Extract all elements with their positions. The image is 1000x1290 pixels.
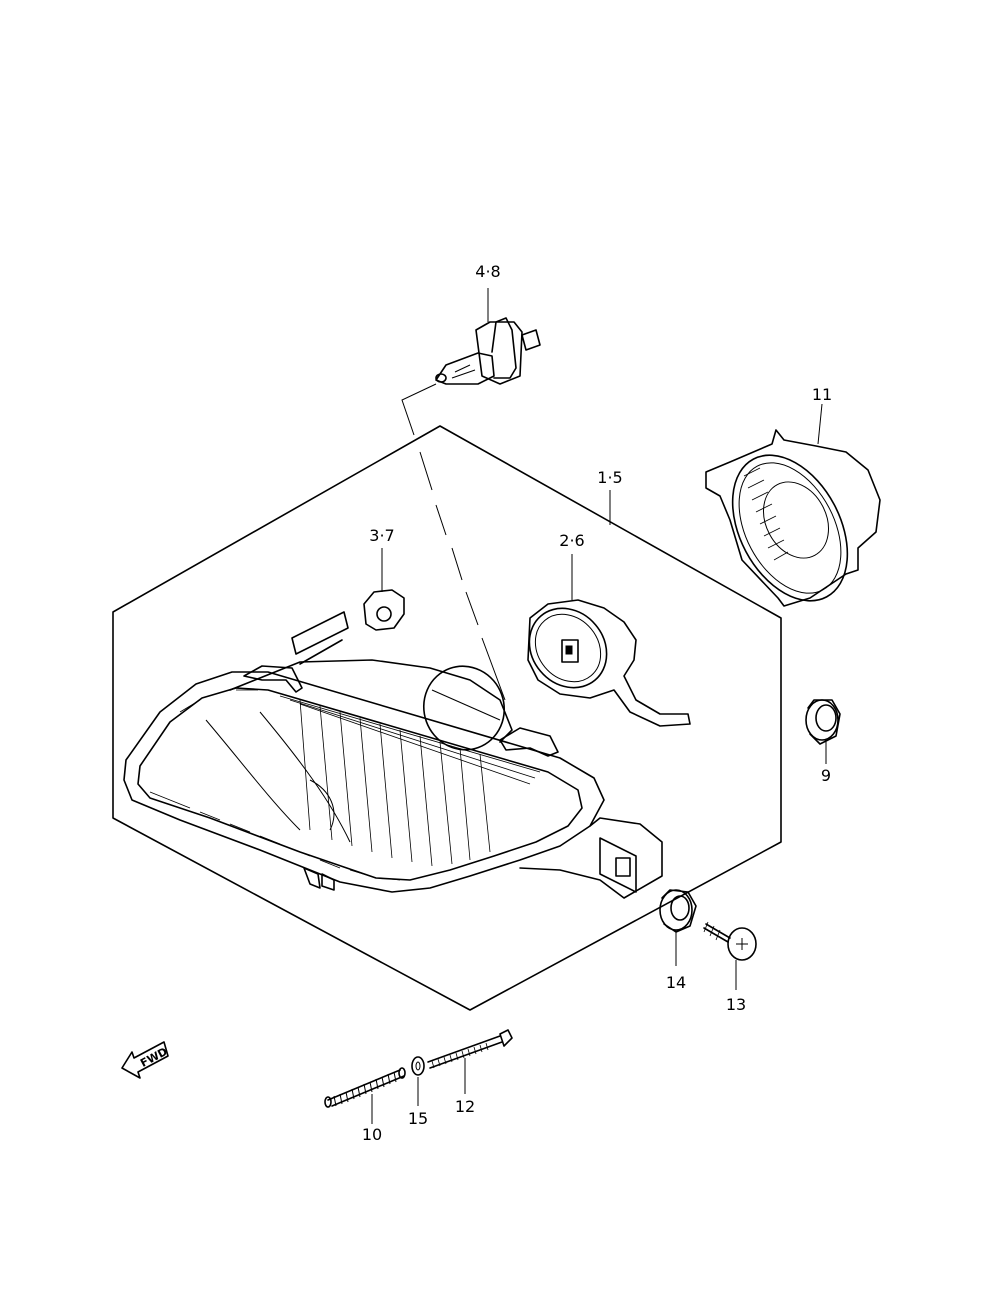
spring-10[interactable] [324,1067,406,1124]
label-4-8: 4·8 [475,262,500,281]
label-15: 15 [408,1109,428,1128]
assembly-boundary [112,425,782,1011]
label-1-5: 1·5 [597,468,622,487]
headlamp-housing[interactable] [123,611,663,899]
clip-nut[interactable] [363,548,405,631]
grommet-9[interactable] [805,699,841,764]
label-13: 13 [726,995,746,1014]
label-10: 10 [362,1125,382,1144]
label-12: 12 [455,1097,475,1116]
washer-15[interactable] [411,1056,425,1106]
adjusting-bolt-12[interactable] [427,1029,513,1094]
bulb-holder-ring[interactable] [705,403,881,620]
label-2-6: 2·6 [559,531,584,550]
grommet-14[interactable] [659,889,697,966]
bulb-leader-line [401,383,506,701]
label-14: 14 [666,973,686,992]
label-9: 9 [821,766,831,785]
label-11: 11 [812,385,832,404]
forward-arrow-icon: FWD [121,1041,170,1079]
screw-13[interactable] [703,921,757,990]
bulb-socket[interactable] [513,554,691,727]
bulb[interactable] [435,288,541,385]
label-3-7: 3·7 [369,526,394,545]
